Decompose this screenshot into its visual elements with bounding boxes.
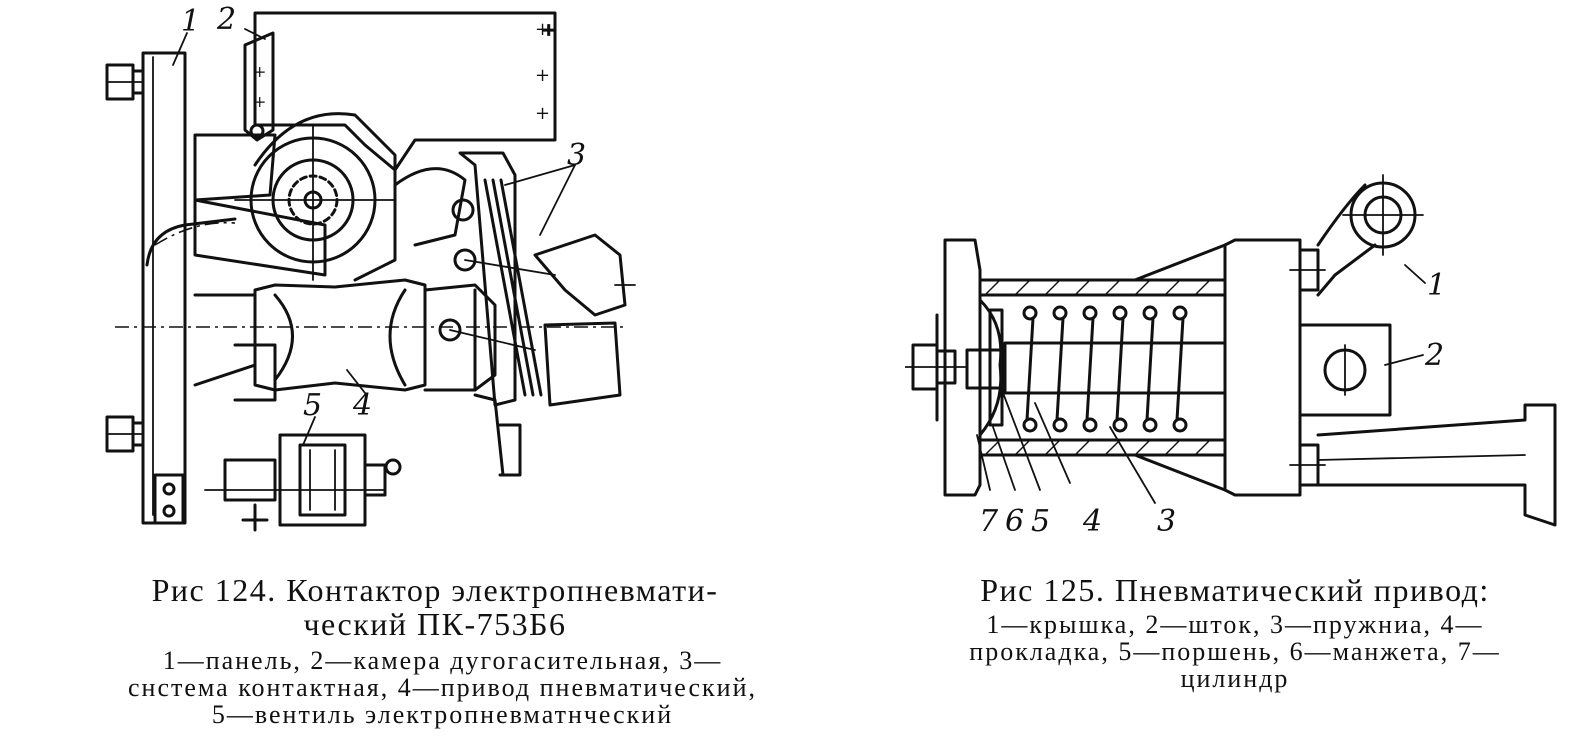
figure-125-title: Рис 125. Пневматический привод: xyxy=(915,573,1555,607)
svg-text:+: + xyxy=(253,92,266,111)
figure-124-legend-line-3: 5—вентиль электропневматнческий xyxy=(211,700,674,729)
bottom-bolt xyxy=(105,415,145,453)
figure-125-drawing: 1 2 3 4 5 6 7 xyxy=(905,165,1565,545)
cover-part xyxy=(1223,238,1302,497)
figure-125-legend-line-2: прокладка, 5—поршень, 6—манжета, 7— xyxy=(969,637,1501,666)
label-4: 4 xyxy=(1082,504,1102,539)
piston-part xyxy=(988,308,1004,427)
label-3: 3 xyxy=(1157,504,1176,539)
svg-text:+: + xyxy=(542,20,555,39)
label-5: 5 xyxy=(303,388,322,423)
contact-system-part xyxy=(458,151,517,407)
spring-part xyxy=(1022,305,1188,433)
svg-text:+: + xyxy=(535,65,550,86)
label-4: 4 xyxy=(352,388,372,423)
figure-124-legend: 1—панель, 2—камера дугогасительная, 3— с… xyxy=(125,647,760,728)
label-3: 3 xyxy=(567,138,586,173)
figure-124-title: Рис 124. Контактор электропневмати- ческ… xyxy=(130,573,740,641)
pneumatic-drive-drawing: 1 2 3 4 5 6 7 xyxy=(905,174,1557,539)
panel-part xyxy=(141,51,187,525)
arc-chamber-part xyxy=(253,11,557,172)
figure-125-legend-line-3: цилиндр xyxy=(1180,664,1290,693)
label-1: 1 xyxy=(181,5,200,39)
label-2: 2 xyxy=(1424,338,1444,373)
pneumatic-drive-part xyxy=(253,278,427,392)
svg-text:+: + xyxy=(253,62,266,81)
figure-125-legend-line-1: 1—крышка, 2—шток, 3—пружниа, 4— xyxy=(986,610,1484,639)
figure-124-drawing: + + + + + + xyxy=(95,5,655,535)
label-7: 7 xyxy=(979,504,999,539)
cylinder-flange xyxy=(943,238,982,497)
cuff-part xyxy=(978,298,1003,437)
figure-125-legend: 1—крышка, 2—шток, 3—пружниа, 4— прокладк… xyxy=(915,611,1555,692)
label-6: 6 xyxy=(1005,504,1024,539)
figure-124-title-line-2: ческий ПК-753Б6 xyxy=(303,606,567,642)
top-bolt xyxy=(105,63,145,101)
svg-text:+: + xyxy=(535,19,550,40)
label-1: 1 xyxy=(1427,268,1446,303)
label-5: 5 xyxy=(1031,504,1050,539)
valve-part xyxy=(278,433,367,527)
label-2: 2 xyxy=(216,5,236,37)
rod-part xyxy=(1003,341,1227,395)
contactor-technical-drawing: + + + + + + xyxy=(105,5,636,532)
figure-125-caption: Рис 125. Пневматический привод: 1—крышка… xyxy=(915,573,1555,692)
figure-124-legend-line-2: снстема контактная, 4—привод пневматичес… xyxy=(127,673,757,702)
figure-124-title-line-1: Рис 124. Контактор электропневмати- xyxy=(151,572,719,608)
figure-125-title-line-1: Рис 125. Пневматический привод: xyxy=(980,572,1490,608)
figure-124-legend-line-1: 1—панель, 2—камера дугогасительная, 3— xyxy=(162,646,723,675)
figure-124-caption: Рис 124. Контактор электропневмати- ческ… xyxy=(128,573,770,728)
rod-connector xyxy=(1298,323,1392,417)
svg-text:+: + xyxy=(535,103,550,124)
